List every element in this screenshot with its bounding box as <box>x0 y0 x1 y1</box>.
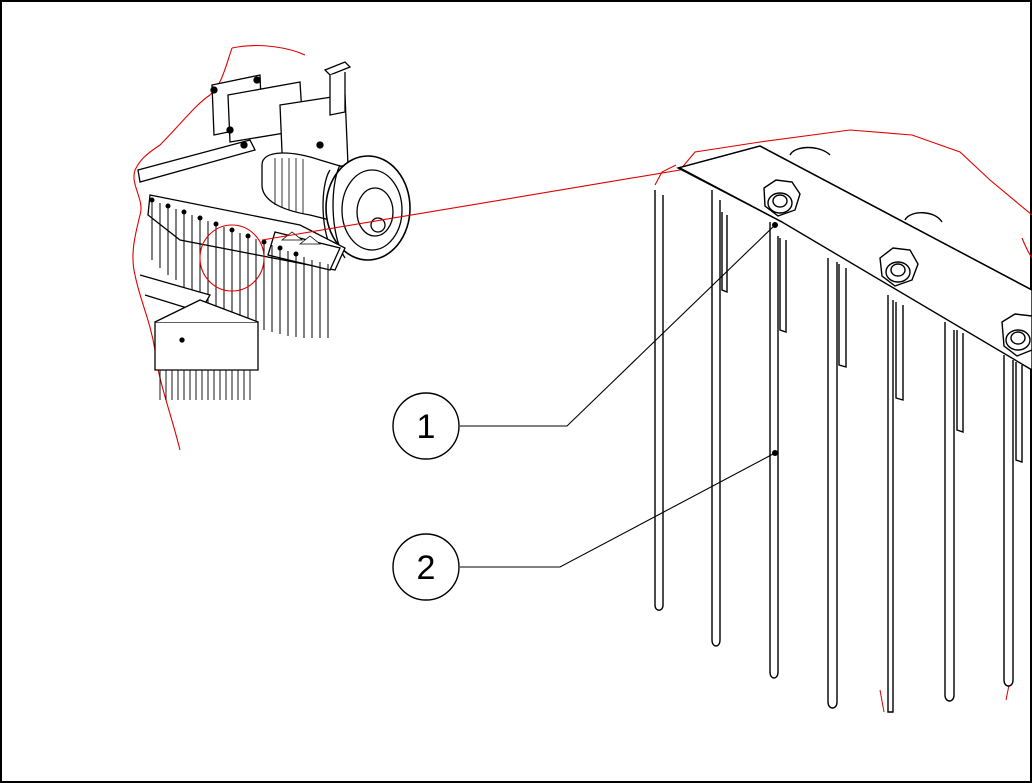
frame-arm <box>137 139 256 183</box>
mounting-nut-2 <box>879 247 919 287</box>
callout-2-leader <box>460 452 776 568</box>
callout-1-anchor <box>772 222 778 228</box>
callout-1-label: 1 <box>417 408 436 446</box>
mounting-nut-1 <box>763 179 801 217</box>
enlarged-beam <box>676 145 1032 371</box>
enlarged-detail <box>654 145 1032 713</box>
callout-2-label: 2 <box>417 549 436 587</box>
detail-circle <box>199 224 265 292</box>
detail-boundary-line <box>261 129 1032 241</box>
callout-1: 1 <box>392 222 778 460</box>
callout-1-leader <box>460 224 776 427</box>
mounting-nut-3 <box>1001 313 1032 357</box>
callout-2-anchor <box>772 450 778 456</box>
overview-assembly <box>132 45 411 451</box>
callout-2: 2 <box>392 450 778 601</box>
callout-1-balloon <box>392 392 460 460</box>
enlarged-tines <box>654 190 1023 713</box>
callout-2-balloon <box>392 533 460 601</box>
